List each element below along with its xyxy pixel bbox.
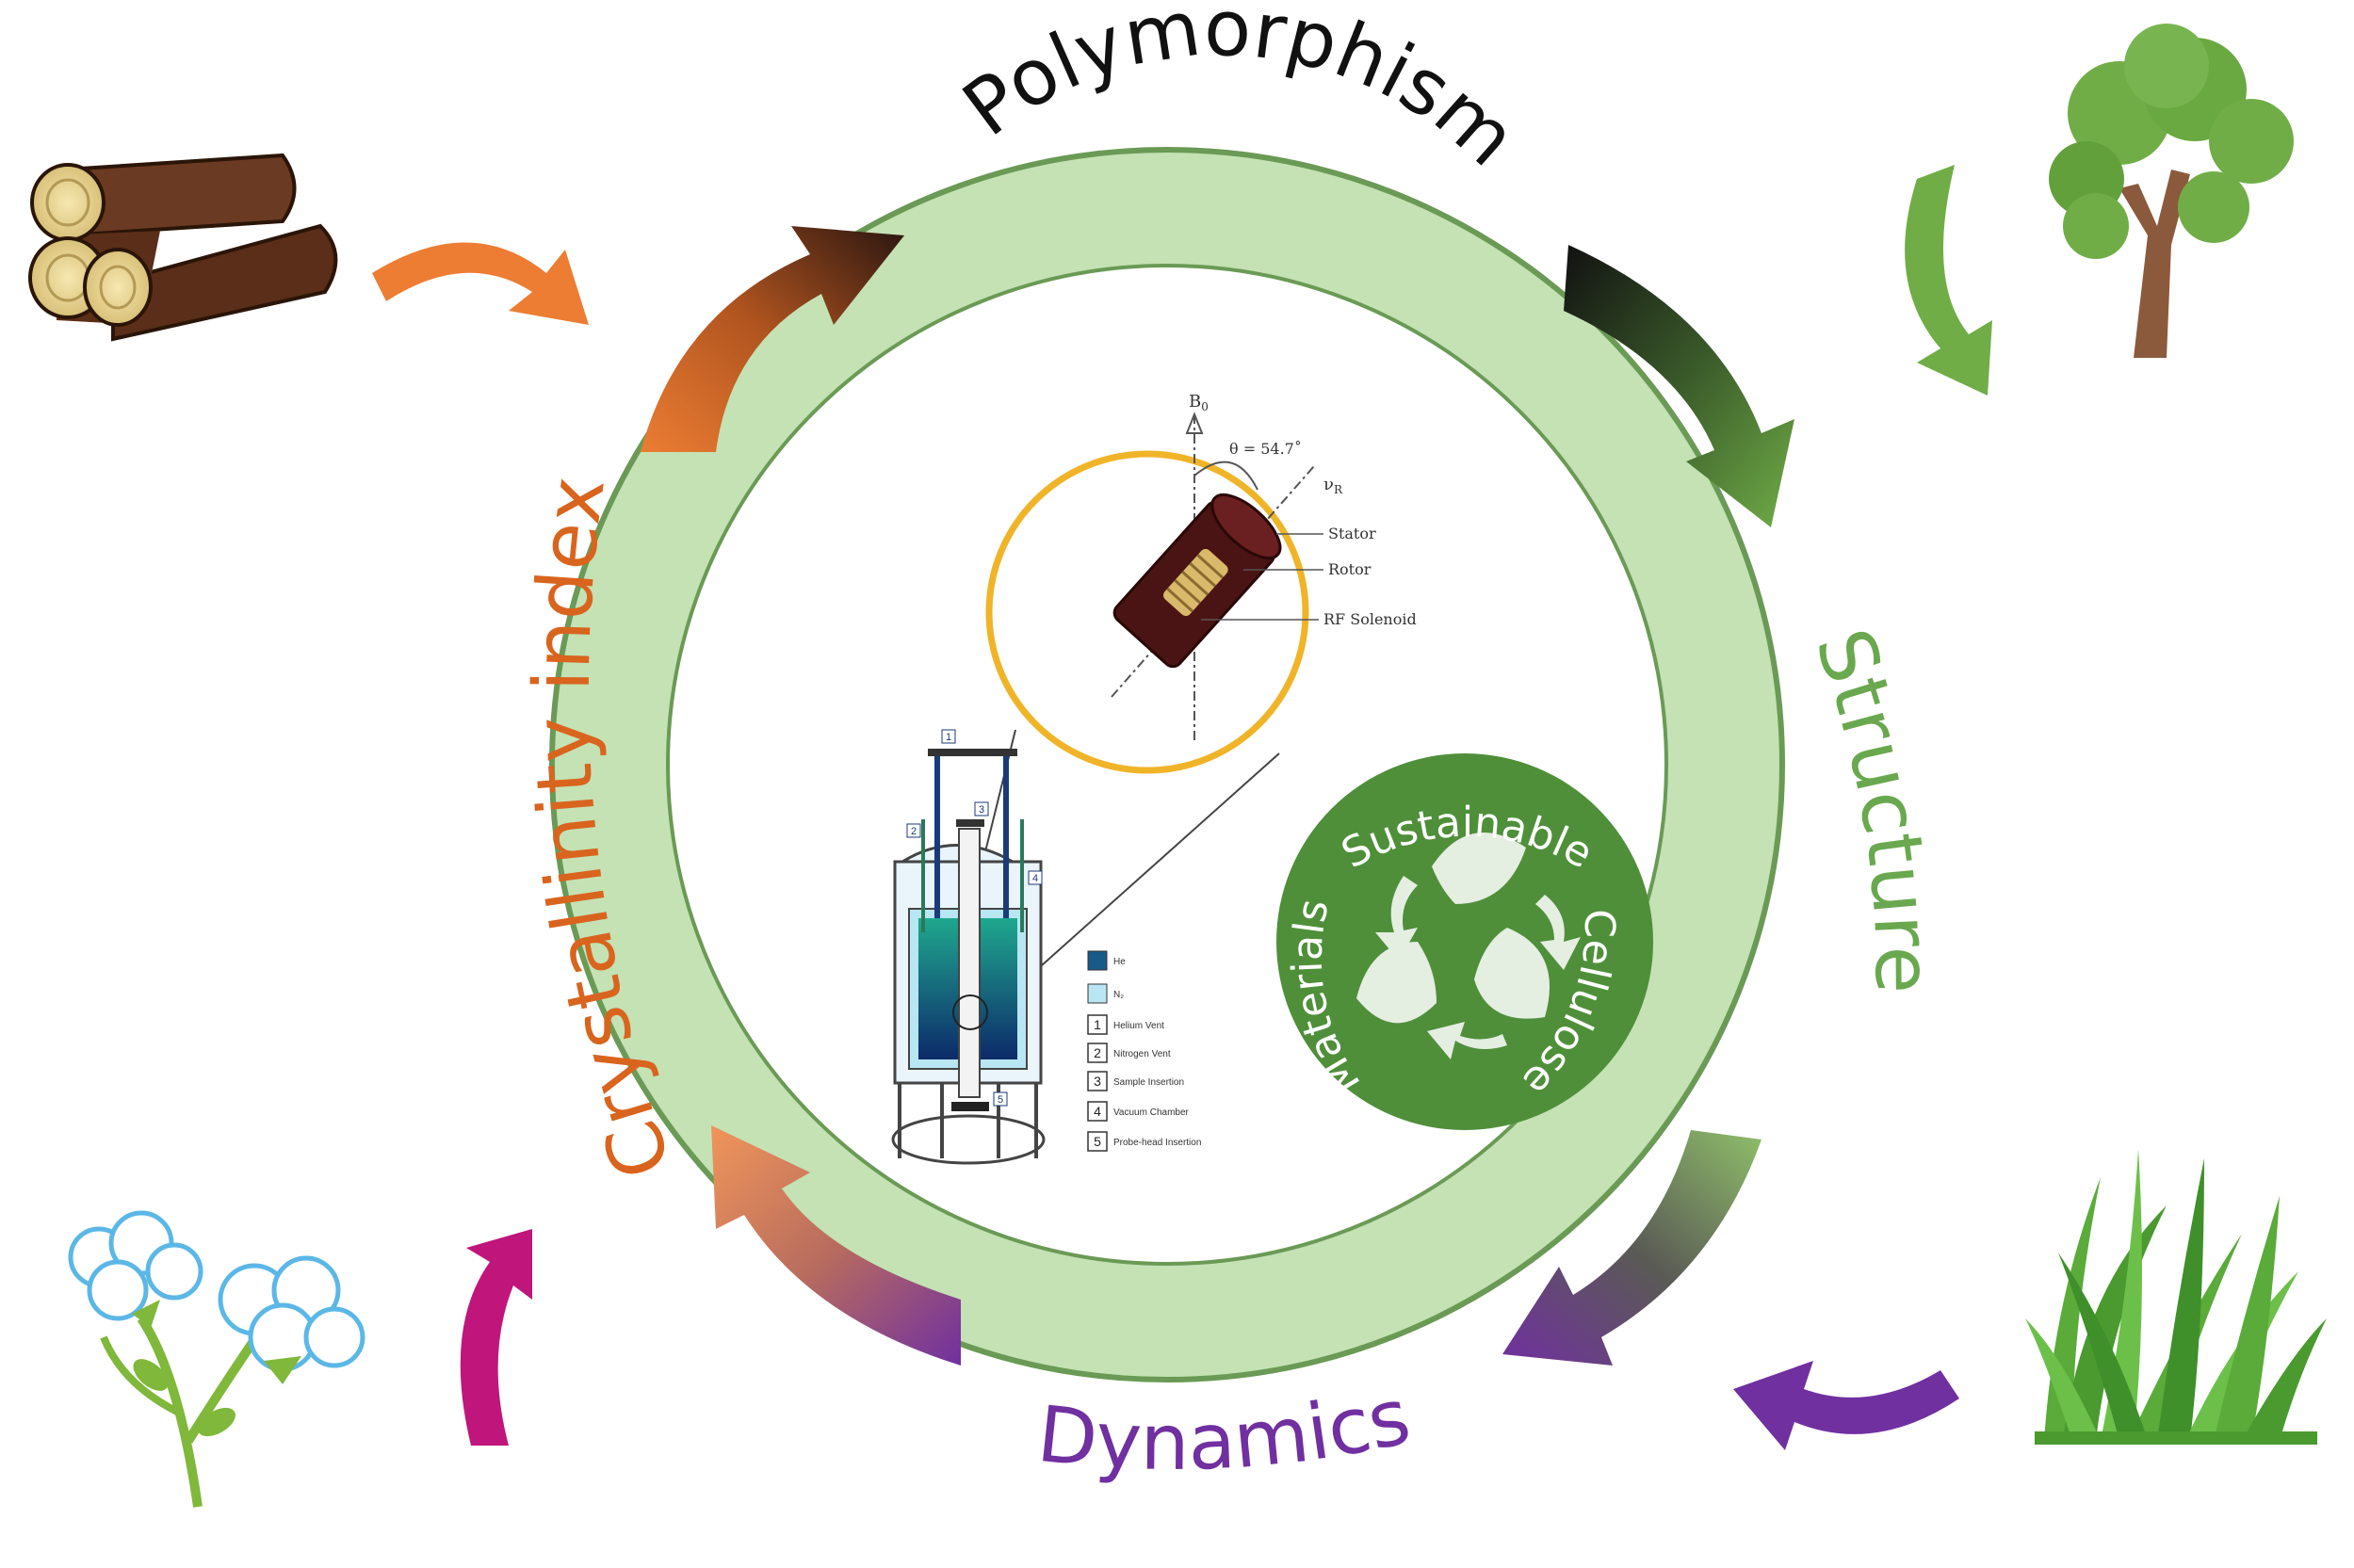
label-structure: Structure bbox=[1797, 619, 1947, 994]
arrow-cotton-in bbox=[460, 1229, 532, 1446]
legend-he: He bbox=[1113, 957, 1126, 967]
probe-lens: B0 θ = 54.7˚ νR Stator Rotor RF Solenoid bbox=[950, 392, 1417, 1013]
callout-5: 5 bbox=[998, 1094, 1003, 1106]
label-dynamics: Dynamics bbox=[1033, 1372, 1418, 1488]
tree-icon bbox=[2049, 24, 2294, 358]
grass-icon bbox=[2025, 1149, 2327, 1445]
b0-label: B0 bbox=[1189, 392, 1209, 413]
sustainable-badge: Sustainable Cellulose Materials bbox=[1276, 753, 1653, 1130]
stator-rotor bbox=[1112, 493, 1282, 669]
nmr-magnet: 1 3 2 4 5 bbox=[891, 729, 1046, 1165]
magnet-legend: 1 2 3 4 5 He N₂ Helium Vent Nitrogen Ven… bbox=[1087, 950, 1201, 1152]
arrow-structure-to-dynamics bbox=[1502, 1130, 1761, 1366]
legend-vacuum-chamber: Vacuum Chamber bbox=[1113, 1107, 1190, 1118]
svg-text:3: 3 bbox=[1094, 1074, 1101, 1089]
arrow-tree-in bbox=[1905, 165, 1992, 396]
legend-nitrogen-vent: Nitrogen Vent bbox=[1113, 1049, 1171, 1059]
legend-helium-vent: Helium Vent bbox=[1113, 1021, 1164, 1031]
vr-label: νR bbox=[1323, 475, 1343, 496]
arrow-logs-in bbox=[372, 242, 589, 325]
stator-label: Stator bbox=[1328, 525, 1376, 542]
legend-probe-head-insertion: Probe-head Insertion bbox=[1113, 1138, 1201, 1148]
rf-solenoid-label: RF Solenoid bbox=[1323, 610, 1417, 628]
callout-3: 3 bbox=[979, 804, 984, 816]
arrow-grass-in bbox=[1733, 1361, 1959, 1450]
svg-text:2: 2 bbox=[1094, 1045, 1101, 1060]
arrow-dynamics-to-crystallinity bbox=[711, 1125, 961, 1366]
logs-icon bbox=[28, 153, 338, 342]
magic-angle-label: θ = 54.7˚ bbox=[1229, 440, 1302, 458]
svg-text:5: 5 bbox=[1094, 1134, 1101, 1149]
arrow-crystallinity-to-polymorphism bbox=[641, 226, 904, 452]
arrow-polymorphism-to-structure bbox=[1564, 245, 1794, 527]
callout-2: 2 bbox=[911, 826, 917, 837]
cotton-plant-icon bbox=[68, 1210, 365, 1508]
svg-text:4: 4 bbox=[1094, 1104, 1101, 1119]
rotor-label: Rotor bbox=[1328, 560, 1372, 578]
legend-sample-insertion: Sample Insertion bbox=[1113, 1077, 1184, 1088]
legend-n2: N₂ bbox=[1113, 990, 1124, 1000]
callout-4: 4 bbox=[1032, 873, 1038, 884]
svg-text:1: 1 bbox=[1094, 1017, 1101, 1032]
callout-1: 1 bbox=[946, 732, 951, 743]
recycle-leaf-icon bbox=[1356, 832, 1581, 1059]
